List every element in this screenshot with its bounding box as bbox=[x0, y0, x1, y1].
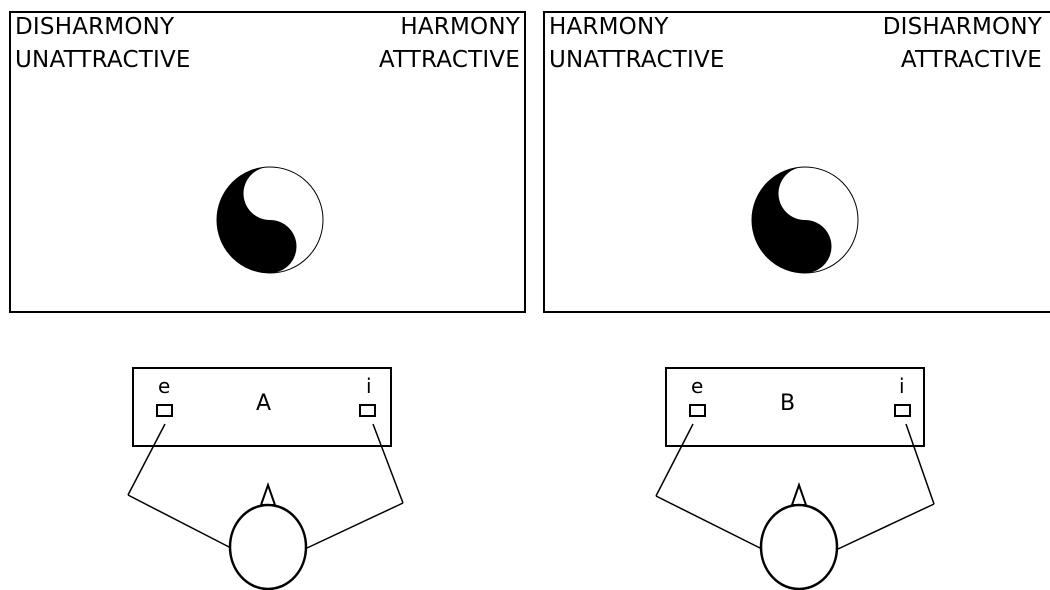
left-key-label: e bbox=[158, 374, 171, 398]
keyboard-b: e B i bbox=[665, 367, 925, 447]
right-arm-line bbox=[837, 503, 935, 550]
participant-b bbox=[655, 423, 935, 590]
keyboard-label: A bbox=[256, 391, 272, 416]
keyboard-a: e A i bbox=[132, 367, 392, 447]
left-arm-line bbox=[127, 494, 232, 549]
right-key-label: i bbox=[366, 374, 372, 398]
attribute-label-right: ATTRACTIVE bbox=[900, 47, 1042, 73]
yin-yang-icon bbox=[216, 166, 324, 274]
head-icon bbox=[759, 503, 839, 590]
right-key-label: i bbox=[899, 374, 905, 398]
right-response-key[interactable] bbox=[359, 404, 376, 417]
right-response-key[interactable] bbox=[894, 404, 911, 417]
category-label-top-right: HARMONY bbox=[400, 14, 520, 40]
nose-icon bbox=[259, 481, 277, 506]
left-arm-line bbox=[655, 495, 763, 550]
left-response-key[interactable] bbox=[689, 404, 706, 417]
attribute-label-left: UNATTRACTIVE bbox=[15, 47, 191, 73]
left-response-key[interactable] bbox=[156, 404, 173, 417]
category-label-top-left: DISHARMONY bbox=[15, 14, 175, 40]
right-arm-line bbox=[306, 502, 404, 549]
nose-icon bbox=[790, 481, 808, 506]
attribute-label-right: ATTRACTIVE bbox=[378, 47, 520, 73]
left-key-label: e bbox=[691, 374, 704, 398]
yin-yang-icon bbox=[751, 166, 859, 274]
participant-a bbox=[127, 423, 404, 590]
attribute-label-left: UNATTRACTIVE bbox=[549, 47, 725, 73]
screen-b: HARMONY UNATTRACTIVE DISHARMONY ATTRACTI… bbox=[543, 11, 1050, 313]
category-label-top-right: DISHARMONY bbox=[882, 14, 1042, 40]
category-label-top-left: HARMONY bbox=[549, 14, 669, 40]
head-icon bbox=[228, 503, 308, 590]
screen-a: DISHARMONY UNATTRACTIVE HARMONY ATTRACTI… bbox=[9, 11, 526, 313]
keyboard-label: B bbox=[780, 391, 796, 416]
